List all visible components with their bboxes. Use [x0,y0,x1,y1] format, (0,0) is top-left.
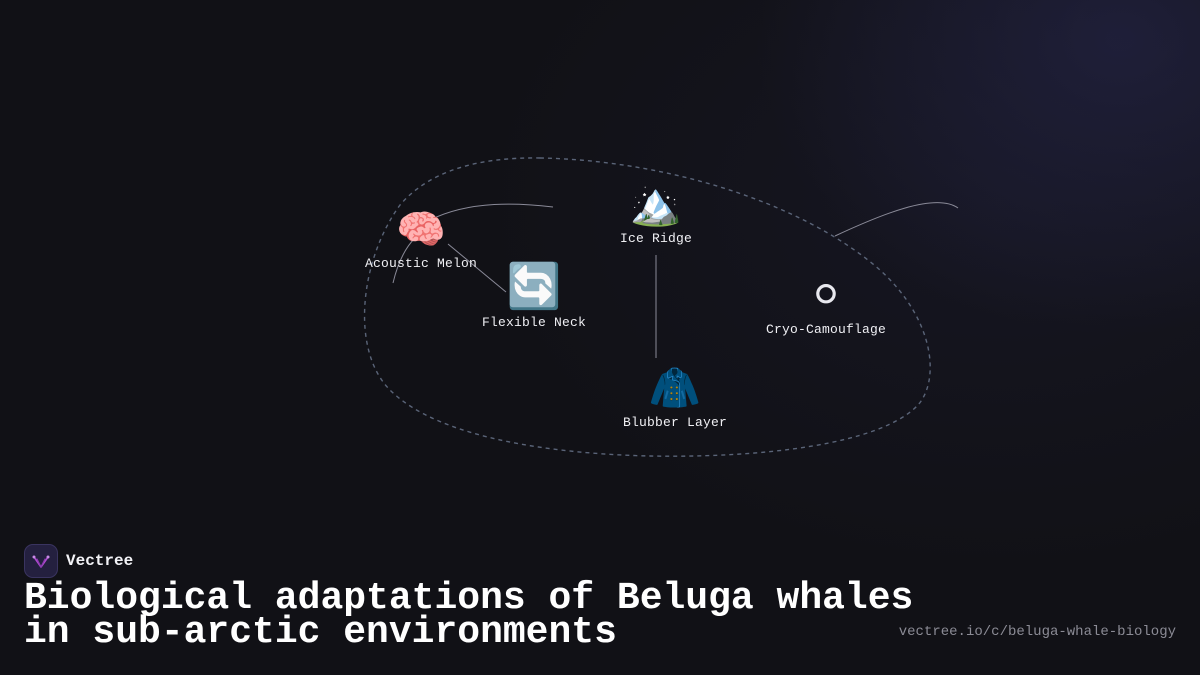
node-ice-ridge[interactable]: 🏔️ Ice Ridge [619,179,693,247]
node-label: Cryo-Camouflage [765,322,887,337]
link-melon-neck [447,243,507,293]
node-label: Acoustic Melon [364,256,478,271]
snow-mountain-icon: 🏔️ [629,179,683,228]
coat-icon: 🧥 [648,363,702,412]
node-label: Flexible Neck [481,315,587,330]
title-line-2: in sub-arctic environments [24,611,617,654]
link-melon-tail [392,237,416,284]
node-label: Blubber Layer [622,415,728,430]
brain-icon: 🧠 [396,207,446,253]
cluster-boundary [363,157,931,457]
node-label: Ice Ridge [619,231,693,246]
source-url[interactable]: vectree.io/c/beluga-whale-biology [898,624,1176,640]
rotate-arrows-icon: 🔄 [506,261,562,312]
brand-name: Vectree [66,552,134,570]
title-line-1: Biological adaptations of Beluga whales [24,577,914,620]
node-blubber-layer[interactable]: 🧥 Blubber Layer [622,363,728,431]
link-camouflage-out [834,202,959,237]
brand[interactable]: Vectree [24,544,133,578]
node-flexible-neck[interactable]: 🔄 Flexible Neck [481,261,587,331]
node-cryo-camouflage[interactable]: ⚪ Cryo-Camouflage [765,270,887,338]
node-acoustic-melon[interactable]: 🧠 Acoustic Melon [365,210,477,271]
page-title: Biological adaptations of Beluga whales … [24,577,914,654]
link-melon-ridge [429,203,554,221]
white-circle-icon: ⚪ [808,270,844,319]
vectree-logo-icon [24,544,58,578]
